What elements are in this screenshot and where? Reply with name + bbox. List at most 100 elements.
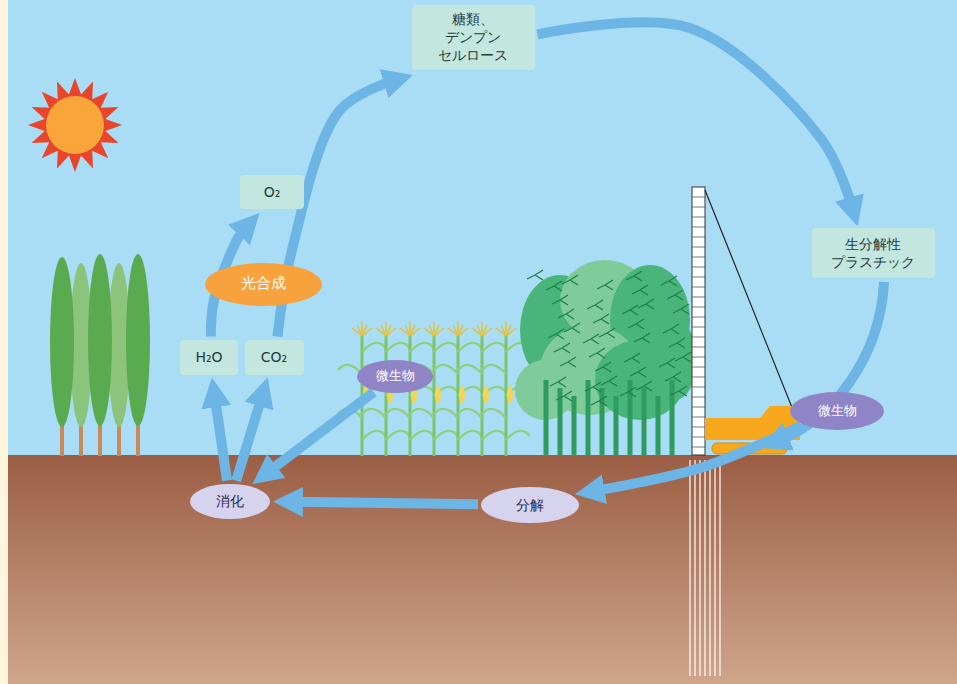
corn-tassel bbox=[410, 328, 420, 336]
bamboo-leaf bbox=[622, 305, 638, 315]
corn-leaf bbox=[386, 431, 410, 440]
tower-rung bbox=[692, 337, 705, 338]
bamboo-leaf bbox=[589, 348, 605, 358]
bamboo-leaf bbox=[636, 381, 652, 391]
tower-rung bbox=[692, 247, 705, 248]
sun bbox=[28, 78, 122, 172]
bamboo-leaf bbox=[667, 290, 683, 300]
corn-field bbox=[338, 322, 530, 456]
node-label: 消化 bbox=[216, 492, 244, 510]
corn-leaf bbox=[482, 409, 506, 418]
tower-rung bbox=[692, 387, 705, 388]
corn-leaf bbox=[362, 343, 386, 352]
trees bbox=[50, 254, 150, 456]
bamboo-leaf bbox=[620, 387, 636, 397]
tower-rung bbox=[692, 437, 705, 438]
node-label: 微生物 bbox=[376, 368, 415, 385]
bamboo-leaf bbox=[597, 280, 613, 290]
driver-stay bbox=[705, 190, 797, 420]
corn-tassel bbox=[506, 328, 516, 336]
bamboo-stalk bbox=[572, 396, 577, 456]
tower-rung bbox=[692, 417, 705, 418]
pile bbox=[714, 460, 715, 676]
bamboo-leaf bbox=[554, 343, 570, 353]
process-ellipse: 分解 bbox=[481, 487, 579, 523]
bamboo-leaf bbox=[632, 285, 648, 295]
tower-rung bbox=[692, 227, 705, 228]
bamboo-leaf bbox=[665, 372, 681, 382]
text-holder: 微生物 bbox=[818, 403, 857, 420]
corn-leaf bbox=[410, 431, 434, 440]
corn-leaf bbox=[458, 365, 482, 374]
pile bbox=[709, 460, 710, 676]
flow-arrow bbox=[215, 398, 227, 480]
bamboo-leaf bbox=[593, 314, 609, 324]
text-holder: CO₂ bbox=[261, 348, 287, 366]
tower-rung bbox=[692, 297, 705, 298]
pile bbox=[699, 460, 700, 676]
tower-rung bbox=[692, 447, 705, 448]
corn-leaf bbox=[338, 409, 362, 418]
corn-ear bbox=[459, 386, 465, 404]
tower-rung bbox=[692, 267, 705, 268]
bamboo-leaf bbox=[626, 271, 642, 281]
corn-ear bbox=[435, 386, 441, 404]
sky bbox=[8, 0, 957, 456]
pile bbox=[704, 460, 705, 676]
text-holder: 消化 bbox=[216, 492, 244, 510]
bamboo-leaf bbox=[591, 396, 607, 406]
corn-leaf bbox=[458, 431, 482, 440]
corn-tassel bbox=[434, 328, 444, 336]
corn-leaf bbox=[482, 343, 506, 352]
bamboo-leaf bbox=[634, 333, 650, 343]
agent-ellipse: 微生物 bbox=[790, 392, 884, 430]
process-ellipse: 消化 bbox=[190, 484, 270, 519]
bamboo-leaf bbox=[564, 323, 580, 333]
corn-ear bbox=[507, 386, 513, 404]
driver-track bbox=[712, 443, 787, 454]
tower-rung bbox=[692, 397, 705, 398]
flow-arrow bbox=[269, 392, 374, 471]
product-box: 糖類、デンプン セルロース bbox=[412, 5, 535, 70]
process-ellipse: 光合成 bbox=[205, 263, 322, 306]
tower-rung bbox=[692, 347, 705, 348]
bamboo-stalk bbox=[670, 380, 675, 456]
tower-rung bbox=[692, 287, 705, 288]
text-holder: H₂O bbox=[195, 348, 222, 366]
flow-arrow bbox=[596, 426, 802, 491]
tower-rung bbox=[692, 367, 705, 368]
corn-leaf bbox=[434, 365, 458, 374]
node-label: CO₂ bbox=[261, 348, 287, 366]
bamboo-leaf bbox=[546, 281, 562, 291]
bamboo-leaf bbox=[560, 357, 576, 367]
bamboo-leaf bbox=[671, 386, 687, 396]
text-holder: 分解 bbox=[516, 496, 544, 514]
bamboo-leaf bbox=[659, 358, 675, 368]
tower-rung bbox=[692, 307, 705, 308]
product-box: O₂ bbox=[240, 175, 304, 209]
corn-leaf bbox=[458, 409, 482, 418]
bamboo-stalk bbox=[642, 388, 647, 456]
corn-leaf bbox=[410, 343, 434, 352]
bamboo-leaf bbox=[669, 338, 685, 348]
molecule-box: CO₂ bbox=[245, 340, 304, 375]
node-label: 分解 bbox=[516, 496, 544, 514]
corn-leaf bbox=[386, 409, 410, 418]
bamboo-leaf bbox=[673, 304, 689, 314]
molecule-box: H₂O bbox=[180, 340, 238, 375]
text-holder: O₂ bbox=[264, 183, 281, 201]
agent-ellipse: 微生物 bbox=[357, 360, 433, 393]
bamboo-stalk bbox=[656, 396, 661, 456]
node-label: 生分解性 プラスチック bbox=[831, 235, 915, 271]
node-label: 微生物 bbox=[818, 403, 857, 420]
text-holder: 光合成 bbox=[241, 274, 286, 294]
bamboo-leaf bbox=[585, 382, 601, 392]
bamboo-leaf bbox=[548, 329, 564, 339]
bamboo-leaf bbox=[599, 328, 615, 338]
tree-crown bbox=[50, 257, 74, 427]
text-holder: 生分解性 プラスチック bbox=[831, 235, 915, 271]
bamboo-leaf bbox=[630, 367, 646, 377]
ellipse-fill bbox=[190, 484, 270, 519]
flow-arrow bbox=[236, 397, 261, 480]
